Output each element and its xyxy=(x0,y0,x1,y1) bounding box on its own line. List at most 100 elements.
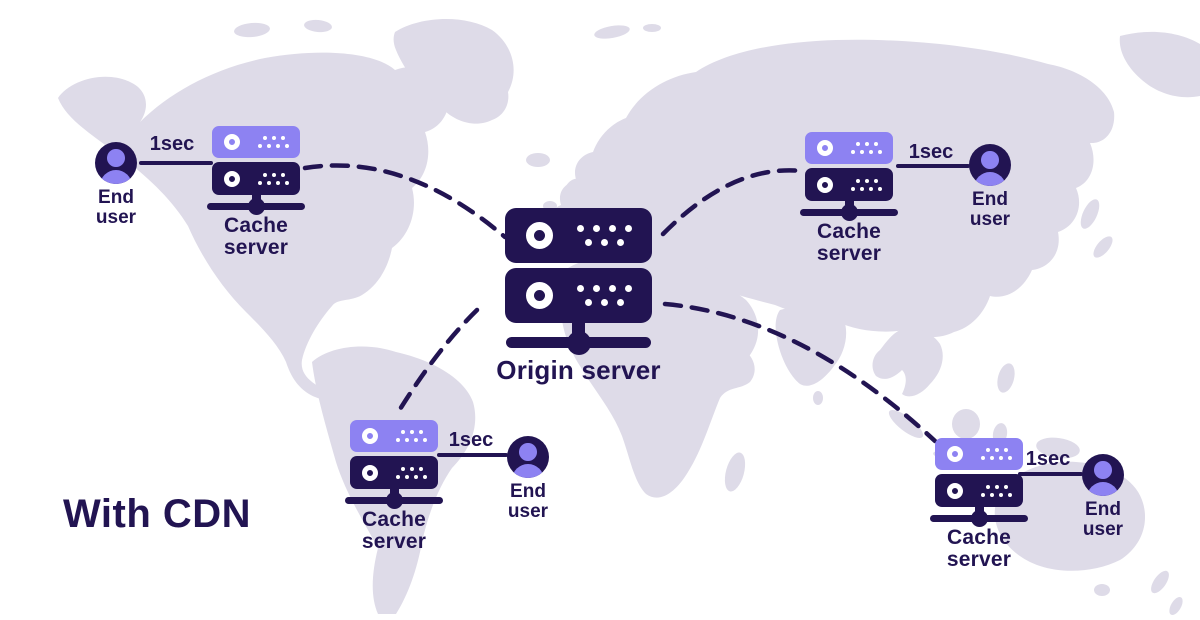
user-icon xyxy=(507,436,549,478)
server-unit-top xyxy=(505,208,652,263)
island-sakhalin xyxy=(1059,166,1073,198)
server-unit-bottom xyxy=(805,168,893,201)
connection-bottom-left xyxy=(394,307,480,417)
server-stand-bar xyxy=(345,492,443,509)
vent-dots-icon xyxy=(396,466,427,479)
island-tasmania xyxy=(1094,584,1110,596)
cache-server-icon xyxy=(212,126,300,195)
user-shoulders xyxy=(511,463,545,478)
title: With CDN xyxy=(63,492,252,536)
user-head xyxy=(107,149,125,167)
landmass-scandinavia xyxy=(599,110,688,211)
island-arctic-1 xyxy=(234,22,270,38)
island-sumatra xyxy=(888,409,924,439)
end-user-bottom-right: End user xyxy=(1063,454,1143,540)
user-icon xyxy=(95,142,137,184)
cache-server-bottom-left: Cache server xyxy=(345,420,443,553)
island-borneo xyxy=(952,409,980,439)
cache-server-label: Cache server xyxy=(816,220,882,266)
disk-icon xyxy=(817,176,833,193)
island-japan-north xyxy=(1080,199,1100,229)
server-stand-bar xyxy=(207,198,305,215)
user-shoulders xyxy=(973,171,1007,186)
island-new-zealand-south xyxy=(1169,596,1183,616)
latency-label: 1sec xyxy=(908,141,954,163)
server-unit-top xyxy=(212,126,300,158)
server-stand-bar xyxy=(800,204,898,221)
origin-server-label: Origin server xyxy=(496,355,661,385)
landmasses xyxy=(58,18,1200,614)
origin-server: Origin server xyxy=(496,208,661,384)
server-unit-bottom xyxy=(935,474,1023,507)
disk-icon xyxy=(947,446,963,462)
disk-icon xyxy=(817,140,833,156)
origin-cache-connections xyxy=(302,163,938,444)
latency-line xyxy=(139,161,213,165)
disk-icon xyxy=(947,482,963,499)
connection-bottom-right xyxy=(662,301,938,444)
end-user-bottom-left: End user xyxy=(488,436,568,522)
islands xyxy=(234,19,1183,616)
user-icon xyxy=(1082,454,1124,496)
cache-server-icon xyxy=(350,420,438,489)
user-shoulders xyxy=(99,169,133,184)
landmass-india xyxy=(775,306,847,386)
landmass-chukotka xyxy=(1119,31,1200,98)
end-user-top-left: End user xyxy=(76,142,156,228)
server-unit-top xyxy=(350,420,438,452)
island-svalbard xyxy=(594,25,630,39)
cache-server-label: Cache server xyxy=(946,526,1012,572)
disk-icon xyxy=(224,170,240,187)
island-svalbard-2 xyxy=(643,24,661,32)
origin-server-icon xyxy=(505,208,652,323)
disk-icon xyxy=(224,134,240,150)
user-head xyxy=(1094,461,1112,479)
end-user-top-right: End user xyxy=(950,144,1030,230)
island-iceland xyxy=(526,153,550,167)
disk-icon xyxy=(362,428,378,444)
cache-server-icon xyxy=(935,438,1023,507)
vent-dots-icon xyxy=(981,448,1012,460)
server-stand-bar xyxy=(930,510,1028,527)
server-unit-top xyxy=(935,438,1023,470)
landmass-north-america xyxy=(58,52,449,400)
island-japan-south xyxy=(1093,236,1113,258)
cache-server-top-right: Cache server xyxy=(800,132,898,265)
cache-server-label: Cache server xyxy=(223,214,289,260)
latency-label: 1sec xyxy=(149,133,195,155)
vent-dots-icon xyxy=(851,178,882,191)
end-user-label: End user xyxy=(95,187,137,229)
vent-dots-icon xyxy=(258,172,289,185)
user-icon xyxy=(969,144,1011,186)
disk-icon xyxy=(362,464,378,481)
end-user-label: End user xyxy=(1082,499,1124,541)
disk-icon xyxy=(526,222,553,249)
vent-dots-icon xyxy=(577,225,632,246)
vent-dots-icon xyxy=(577,285,632,306)
server-unit-top xyxy=(805,132,893,164)
vent-dots-icon xyxy=(851,142,882,154)
cache-server-label: Cache server xyxy=(361,508,427,554)
cache-server-icon xyxy=(805,132,893,201)
connection-top-left xyxy=(302,163,508,240)
landmass-united-kingdom xyxy=(560,178,590,218)
latency-label: 1sec xyxy=(448,429,494,451)
user-shoulders xyxy=(1086,481,1120,496)
latency-line xyxy=(437,453,508,457)
cache-server-top-left: Cache server xyxy=(207,126,305,259)
end-user-label: End user xyxy=(507,481,549,523)
vent-dots-icon xyxy=(258,136,289,148)
landmass-greenland xyxy=(393,18,514,124)
island-arctic-2 xyxy=(304,19,332,33)
island-baffin xyxy=(346,75,378,97)
vent-dots-icon xyxy=(981,484,1012,497)
latency-label: 1sec xyxy=(1025,448,1071,470)
user-head xyxy=(981,151,999,169)
server-unit-bottom xyxy=(350,456,438,489)
latency-line xyxy=(1018,472,1083,476)
connection-top-right xyxy=(660,168,805,237)
server-unit-bottom xyxy=(505,268,652,323)
server-stand-bar xyxy=(506,330,651,355)
